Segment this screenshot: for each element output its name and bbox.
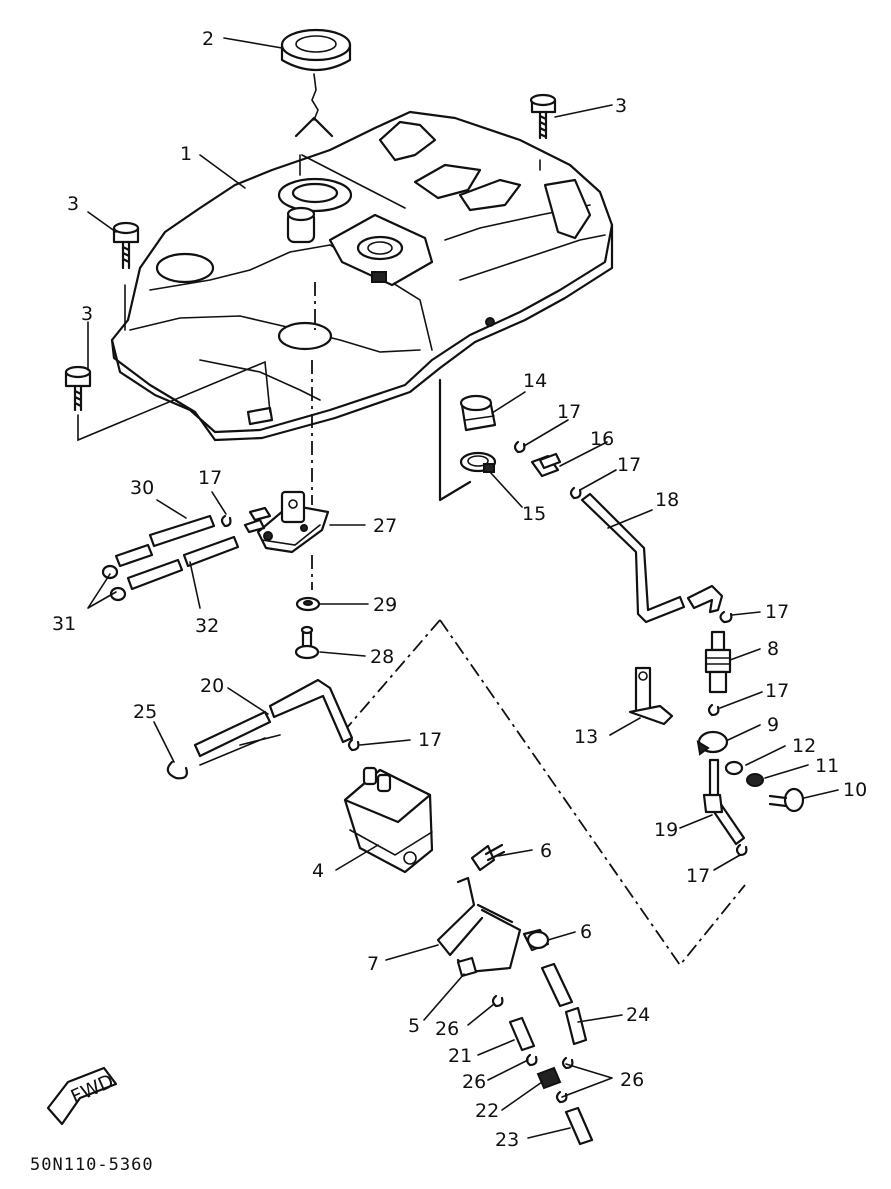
washer-11 (746, 773, 764, 787)
label-17: 17 (765, 601, 789, 623)
label-17: 17 (617, 454, 641, 476)
label-3: 3 (67, 193, 79, 215)
cap-14 (459, 394, 497, 432)
label-19: 19 (654, 819, 678, 841)
label-21: 21 (448, 1045, 472, 1067)
label-26: 26 (462, 1071, 486, 1093)
valve-9 (696, 730, 729, 756)
label-29: 29 (373, 594, 397, 616)
label-2: 2 (202, 28, 214, 50)
fwd-arrow-icon: FWD (46, 1066, 118, 1126)
label-28: 28 (370, 646, 394, 668)
fuel-tank (110, 110, 614, 442)
label-6: 6 (580, 921, 592, 943)
label-25: 25 (133, 701, 157, 723)
label-17: 17 (765, 680, 789, 702)
label-30: 30 (130, 477, 154, 499)
label-31: 31 (52, 613, 76, 635)
clip-17-g (347, 738, 360, 752)
label-17: 17 (557, 401, 581, 423)
canister-4 (343, 766, 434, 874)
label-20: 20 (200, 675, 224, 697)
label-17: 17 (686, 865, 710, 887)
label-22: 22 (475, 1100, 499, 1122)
hose-24 (540, 962, 588, 1046)
label-6: 6 (540, 840, 552, 862)
plugs-31 (101, 564, 127, 602)
label-3: 3 (615, 95, 627, 117)
fuel-cap (280, 28, 352, 138)
clip-17-f (735, 843, 748, 857)
drawing-code: 50N110-5360 (30, 1155, 154, 1175)
hose-23 (564, 1106, 594, 1146)
clip-17-b (513, 440, 526, 454)
label-1: 1 (180, 143, 192, 165)
label-10: 10 (843, 779, 867, 801)
label-27: 27 (373, 515, 397, 537)
bracket-7 (436, 876, 522, 974)
label-23: 23 (495, 1129, 519, 1151)
hose-21 (508, 1016, 536, 1052)
label-17: 17 (198, 467, 222, 489)
hose-32 (126, 535, 240, 591)
clip-17-a (220, 514, 232, 528)
hose-18 (580, 492, 724, 624)
joint-16 (530, 452, 562, 478)
washer-12 (724, 760, 744, 776)
clamp-15 (459, 451, 497, 473)
label-32: 32 (195, 615, 219, 637)
label-24: 24 (626, 1004, 650, 1026)
joint-22 (536, 1066, 562, 1090)
label-4: 4 (312, 860, 324, 882)
label-18: 18 (655, 489, 679, 511)
fuel-cock-27 (243, 490, 330, 554)
clip-25 (166, 760, 188, 780)
bolt-3b (112, 221, 140, 270)
label-17: 17 (418, 729, 442, 751)
hose-30 (114, 514, 216, 568)
clip-17-e (707, 703, 720, 717)
bolt-10 (768, 787, 805, 813)
label-9: 9 (767, 714, 779, 736)
bolt-6-b (522, 928, 550, 952)
clip-17-c (569, 486, 582, 500)
bolt-28 (294, 625, 320, 660)
label-26: 26 (620, 1069, 644, 1091)
clip-5 (456, 956, 478, 978)
label-14: 14 (523, 370, 547, 392)
leader-lines (87, 37, 839, 1139)
hose-19 (702, 758, 746, 846)
valve-8 (704, 630, 732, 694)
clip-17-d (719, 610, 733, 624)
hose-20 (193, 678, 354, 766)
label-8: 8 (767, 638, 779, 660)
bolt-6-a (470, 843, 506, 872)
label-5: 5 (408, 1015, 420, 1037)
label-11: 11 (815, 755, 839, 777)
label-13: 13 (574, 726, 598, 748)
bracket-13 (628, 666, 674, 726)
clip-26-c (555, 1056, 574, 1104)
label-3: 3 (81, 303, 93, 325)
label-26: 26 (435, 1018, 459, 1040)
part-labels: 2 1 3 3 3 14 17 16 17 15 18 30 17 27 31 … (52, 28, 867, 1151)
clip-26-b (525, 1053, 538, 1067)
clip-26-a (491, 994, 504, 1008)
washer-29 (295, 596, 321, 612)
bolt-3a (529, 93, 557, 140)
label-15: 15 (522, 503, 546, 525)
label-7: 7 (367, 953, 379, 975)
label-12: 12 (792, 735, 816, 757)
bolt-3c (64, 365, 92, 412)
label-16: 16 (590, 428, 614, 450)
